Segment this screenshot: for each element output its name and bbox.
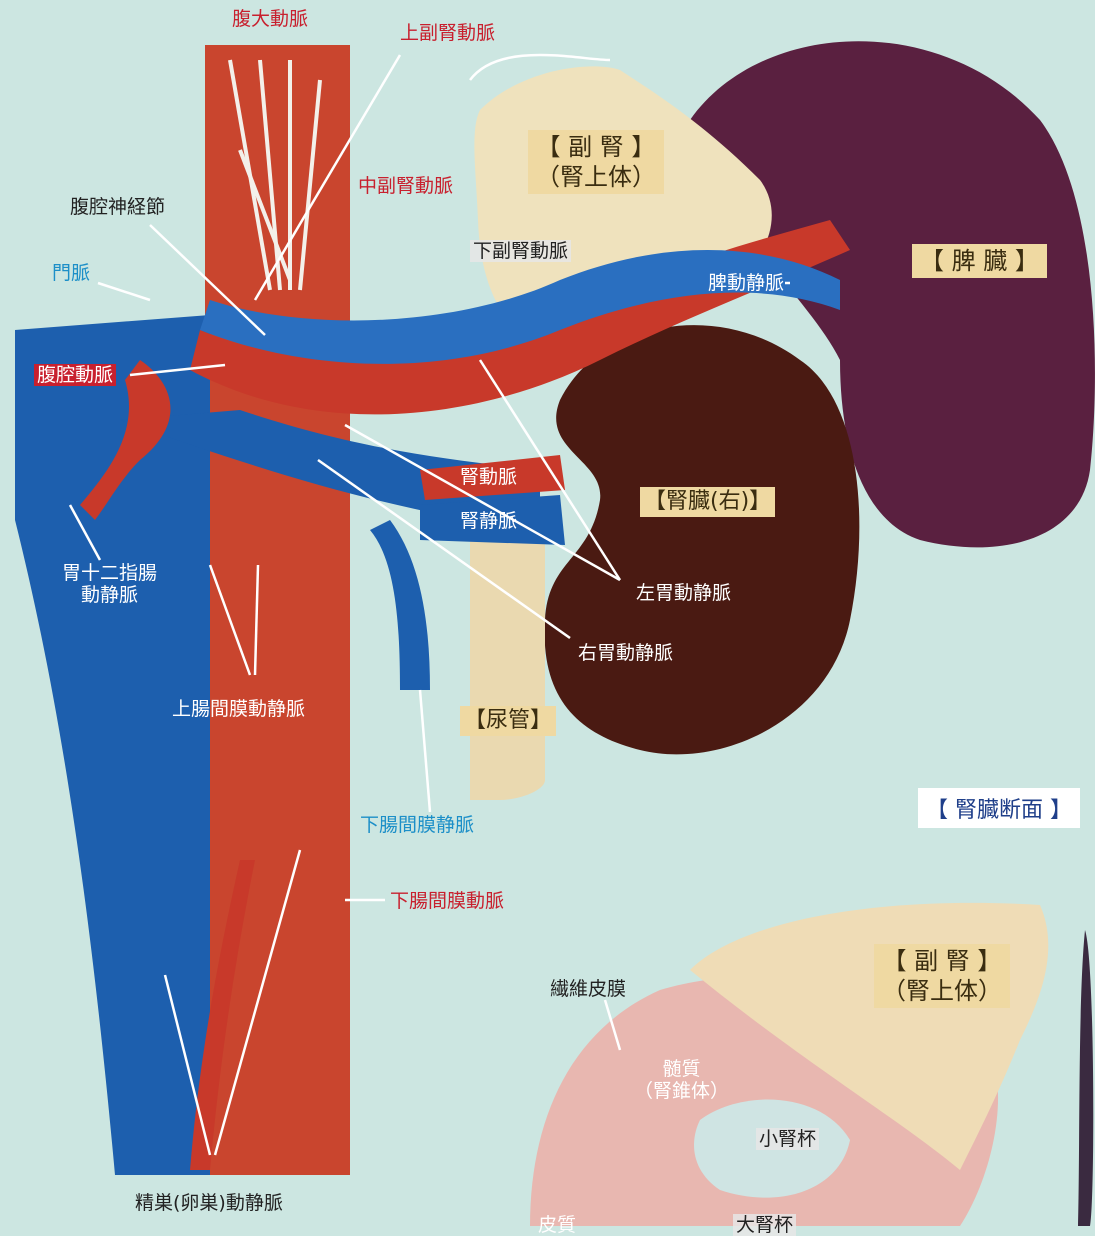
label-renal-artery: 腎動脈: [460, 466, 517, 488]
tag-spleen: 【 脾 臓 】: [912, 244, 1047, 278]
tag-kidney-right: 【腎臓(右)】: [640, 487, 775, 517]
label-inferior-mesenteric-artery: 下腸間膜動脈: [390, 890, 504, 912]
spleen-edge-bottom: [1078, 930, 1093, 1226]
kidney: [545, 325, 860, 754]
label-gastroduodenal-vessels: 胃十二指腸 動静脈: [62, 562, 157, 606]
label-abdominal-aorta: 腹大動脈: [232, 8, 308, 30]
tag-adrenal-bottom: 【 副 腎 】 （腎上体）: [874, 944, 1010, 1008]
label-celiac-artery: 腹腔動脈: [34, 364, 116, 386]
label-middle-adrenal-artery: 中副腎動脈: [358, 175, 453, 197]
ureter: [470, 520, 545, 800]
label-renal-vein: 腎静脈: [460, 510, 517, 532]
tag-adrenal-top: 【 副 腎 】 （腎上体）: [528, 130, 664, 194]
label-major-calyx: 大腎杯: [733, 1214, 796, 1236]
label-cortex: 皮質: [538, 1214, 576, 1236]
label-superior-adrenal-artery: 上副腎動脈: [400, 22, 495, 44]
label-inferior-mesenteric-vein: 下腸間膜静脈: [360, 814, 474, 836]
label-splenic-vessels: 脾動静脈: [708, 272, 784, 294]
tag-kidney-section: 【 腎臓断面 】: [918, 788, 1080, 828]
label-minor-calyx: 小腎杯: [756, 1128, 819, 1150]
label-medulla: 髄質 （腎錐体）: [634, 1058, 729, 1102]
label-celiac-ganglion: 腹腔神経節: [70, 196, 165, 218]
label-superior-mesenteric-vessels: 上腸間膜動静脈: [172, 698, 305, 720]
label-testicular-vessels: 精巣(卵巣)動静脈: [135, 1192, 283, 1214]
label-fibrous-capsule: 繊維皮膜: [550, 978, 626, 1000]
tag-ureter: 【尿管】: [460, 706, 556, 736]
label-portal-vein: 門脈: [52, 262, 90, 284]
label-left-gastric-vessels: 左胃動静脈: [636, 582, 731, 604]
label-inferior-adrenal-artery: 下副腎動脈: [470, 240, 571, 262]
inferior-mesenteric-vein-shape: [370, 520, 430, 690]
inferior-vena-cava: [15, 315, 210, 1175]
label-right-gastric-vessels: 右胃動静脈: [578, 642, 673, 664]
